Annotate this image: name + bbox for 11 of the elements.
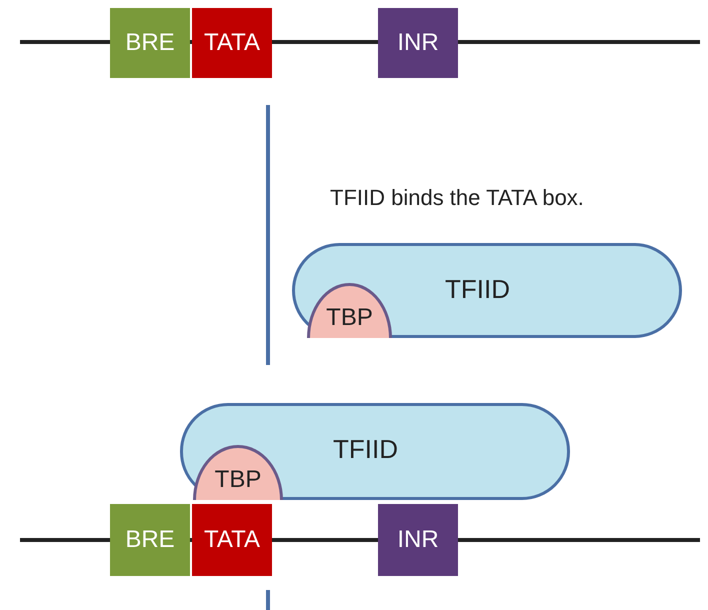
promoter-element-box: INR [378,8,458,78]
promoter-element-box: INR [378,504,458,576]
step-caption: TFIID binds the TATA box. [330,185,584,211]
promoter-element-box: TATA [192,8,272,78]
complex-name: TFIID [333,434,398,465]
complex-name: TFIID [445,274,510,305]
promoter-element-box: BRE [110,8,190,78]
promoter-element-box: BRE [110,504,190,576]
promoter-element-box: TATA [192,504,272,576]
protein-subunit-dome: TBP [193,445,283,500]
protein-subunit-dome: TBP [307,283,392,338]
